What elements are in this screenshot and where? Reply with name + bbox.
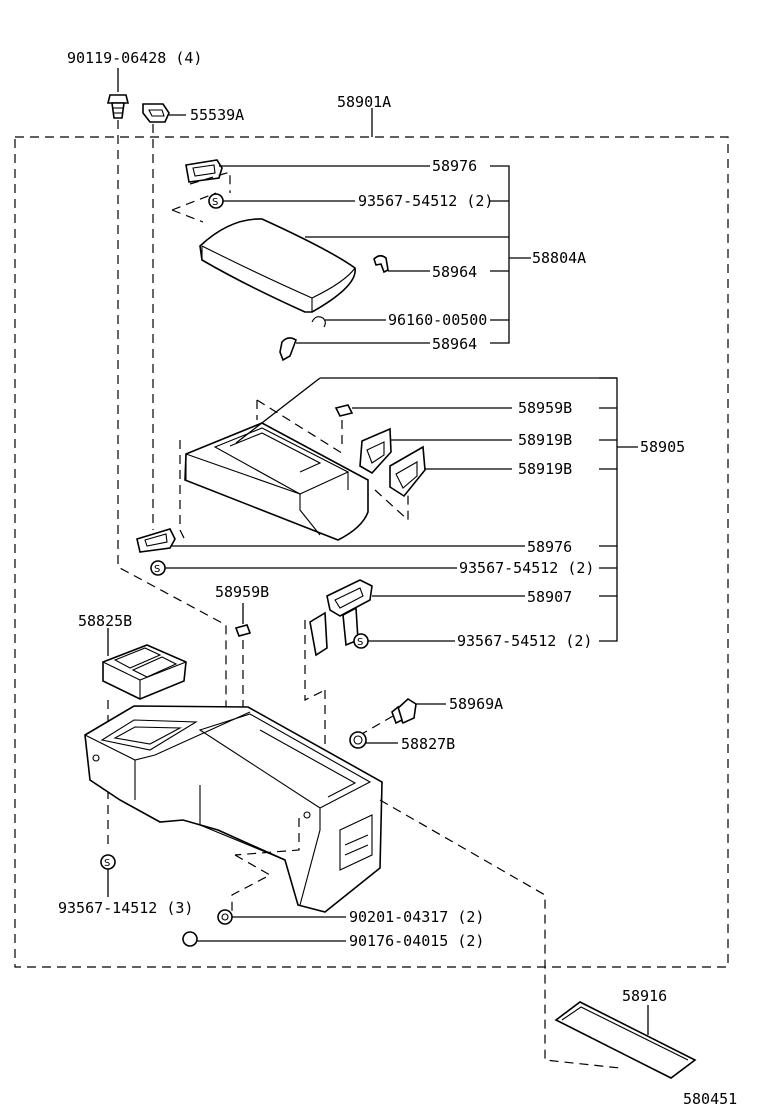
tray-part [102,644,187,700]
console-base-part [84,705,383,913]
svg-text:S: S [357,637,363,648]
label-bolt: 90119-06428 (4) [67,49,202,67]
pin-lower-part [279,337,297,362]
label-bracket-b: 58919B [518,460,572,478]
cap-part [182,931,198,947]
label-cushion-upper: 58959B [518,399,572,417]
bracket-b-part [389,445,426,498]
label-tray: 58825B [78,612,132,630]
label-screw-top: 93567-54512 (2) [358,192,493,210]
label-screw-mid: 93567-54512 (2) [459,559,594,577]
label-ring: 96160-00500 [388,311,487,329]
label-bracket-58907: 58907 [527,588,572,606]
label-bracket-a: 58919B [518,431,572,449]
bracket-a-part [359,427,392,475]
label-pin-lower: 58964 [432,335,477,353]
label-plug: 58969A [449,695,503,713]
svg-text:S: S [212,197,218,208]
diagram-id: 580451 [683,1090,737,1108]
pin-upper-part [373,254,389,274]
bolt-part [106,94,130,119]
svg-text:S: S [104,858,110,869]
console-box-part [184,422,369,541]
label-screw-low: 93567-54512 (2) [457,632,592,650]
nut-part [217,909,233,925]
console-lid-part [199,218,356,313]
label-screw-bottom: 93567-14512 (3) [58,899,193,917]
label-assy-58901a: 58901A [337,93,391,111]
label-clip: 55539A [190,106,244,124]
plug-part [391,697,417,725]
hinge-top-part [185,159,223,183]
clip-part [142,103,170,123]
grommet-part [349,731,367,749]
label-hinge-mid: 58976 [527,538,572,556]
label-cushion-lower: 58959B [215,583,269,601]
label-grommet: 58827B [401,735,455,753]
label-nut: 90201-04317 (2) [349,908,484,926]
label-box-assy: 58905 [640,438,685,456]
mat-part [554,1001,697,1079]
cushion-lower-part [234,624,252,637]
svg-text:S: S [154,564,160,575]
label-lid-assy: 58804A [532,249,586,267]
label-pin-upper: 58964 [432,263,477,281]
ring-part [311,316,326,328]
cushion-upper-part [334,404,354,417]
hinge-mid-part [136,528,176,553]
label-cap: 90176-04015 (2) [349,932,484,950]
label-mat: 58916 [622,987,667,1005]
bracket-58907-part [309,579,373,657]
label-hinge-top: 58976 [432,157,477,175]
